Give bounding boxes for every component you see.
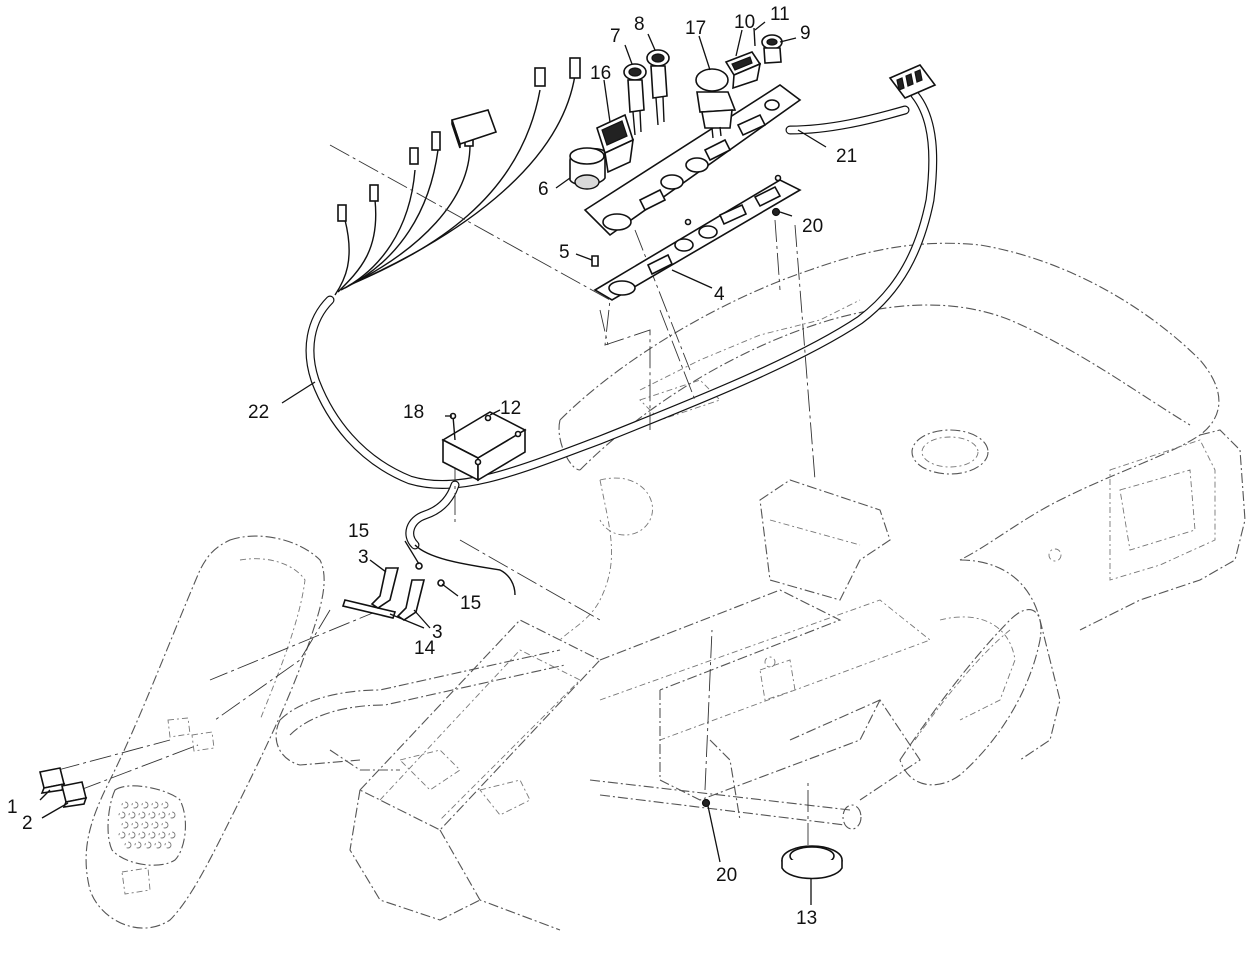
callout-13: 13 <box>796 908 817 929</box>
push-switch-part-8 <box>646 49 670 126</box>
callout-9: 9 <box>800 23 811 44</box>
callout-10: 10 <box>734 12 755 33</box>
callout-5: 5 <box>559 242 570 263</box>
rocker-switch-part-16 <box>596 113 634 174</box>
chassis-ghost-outline <box>85 242 1246 931</box>
callout-7: 7 <box>610 26 621 47</box>
callout-2: 2 <box>22 813 33 834</box>
key-switch-part-9 <box>761 34 783 64</box>
callout-11: 11 <box>770 4 790 25</box>
callout-15-lower: 15 <box>460 593 481 614</box>
screw-part-11 <box>753 27 756 47</box>
lamp-part-1 <box>39 767 66 794</box>
mounting-plate <box>593 174 802 301</box>
callout-21: 21 <box>836 146 857 167</box>
leader-lines <box>39 21 827 905</box>
clip-part-3-lower <box>396 579 426 621</box>
callout-16: 16 <box>590 63 611 84</box>
callout-3-upper: 3 <box>358 547 369 568</box>
wiring-harness <box>305 57 938 596</box>
screw-part-5 <box>591 255 599 267</box>
callout-8: 8 <box>634 14 645 35</box>
grille-pattern <box>118 801 176 849</box>
callout-15-upper: 15 <box>348 521 369 542</box>
nut-part-20-top <box>771 207 781 217</box>
callout-6: 6 <box>538 179 549 200</box>
power-outlet-part-6 <box>569 147 606 190</box>
switch-panel-gasket <box>583 84 802 237</box>
callout-14: 14 <box>414 638 436 659</box>
callout-3-lower: 3 <box>432 622 443 643</box>
callout-1: 1 <box>7 797 18 818</box>
hour-meter-part-10 <box>724 51 762 90</box>
callout-17: 17 <box>685 18 706 39</box>
callout-20-lower: 20 <box>716 865 737 886</box>
callout-20-upper: 20 <box>802 216 823 237</box>
explode-lines <box>57 144 816 845</box>
callout-22: 22 <box>248 402 269 423</box>
callout-labels: 1 2 3 3 4 5 6 7 8 9 10 11 12 13 14 15 15… <box>7 4 857 929</box>
callout-18: 18 <box>403 402 424 423</box>
grommet-part-13 <box>781 845 843 880</box>
push-switch-part-7 <box>623 63 647 136</box>
clip-part-3-upper <box>370 567 400 609</box>
lamp-part-2 <box>61 781 88 808</box>
control-module-part-12 <box>441 411 527 482</box>
pto-knob-part-17 <box>695 68 737 139</box>
nut-part-20-bottom <box>701 798 711 808</box>
callout-12: 12 <box>500 398 521 419</box>
callout-4: 4 <box>714 284 725 305</box>
